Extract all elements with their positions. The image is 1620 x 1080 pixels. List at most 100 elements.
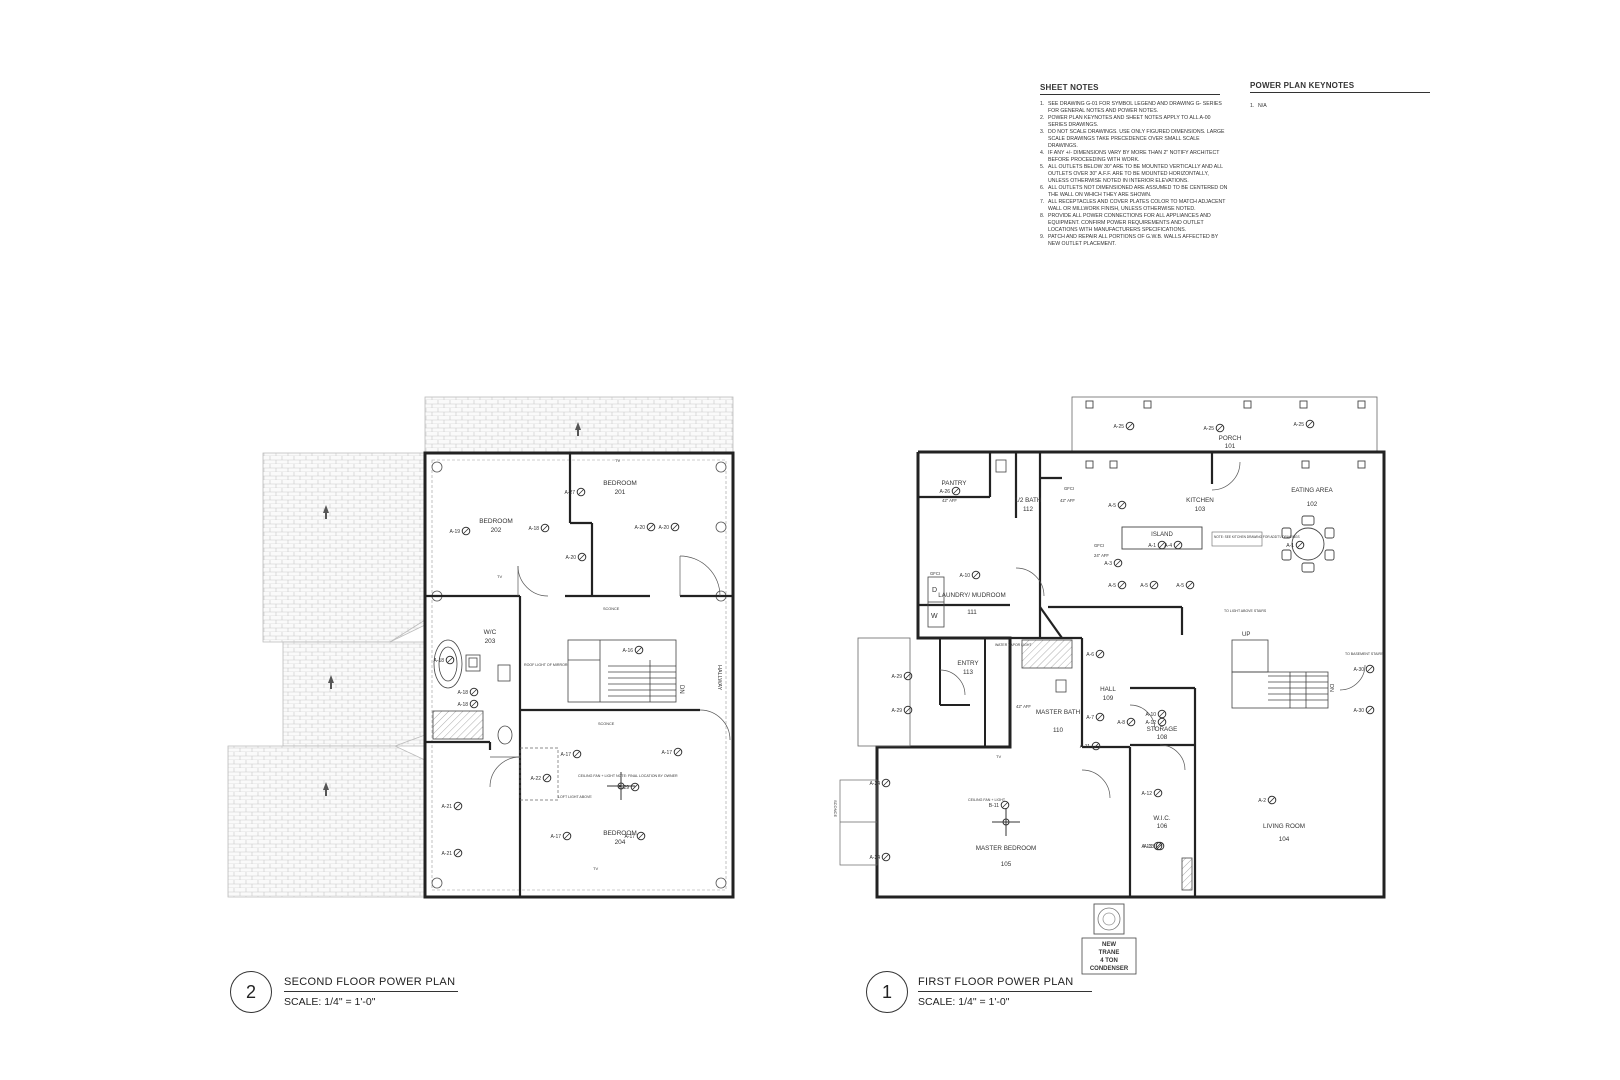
second-floor-outlet-mark	[675, 749, 681, 755]
first-floor-outlet-symbol	[1305, 419, 1315, 429]
second-floor-circuit-label: A-20	[658, 525, 669, 531]
first-floor-outlet-mark	[1175, 542, 1181, 548]
roof-left-middle	[282, 641, 426, 747]
first-floor-plan: SCONCE UP DN TO LIGHT ABOVE STAIRS TO BA…	[833, 396, 1386, 975]
second-floor-outlet-symbol	[576, 487, 586, 497]
first-floor-outlet-symbol	[951, 486, 961, 496]
first-floor-outlet-symbol	[1215, 423, 1225, 433]
sconce-note-master: SCONCE	[833, 800, 838, 817]
first-floor-outlet-symbol	[1117, 500, 1127, 510]
second-floor-room-labels: BEDROOM 201 BEDROOM 202 W/C 203 BEDROOM …	[479, 480, 637, 846]
entry-deck	[857, 637, 911, 747]
first-floor-outlet-mark	[1119, 582, 1125, 588]
first-floor-outlet-symbol	[1091, 741, 1101, 751]
first-floor-scale: SCALE: 1/4" = 1'-0"	[918, 996, 1010, 1008]
first-floor-outlet-symbol	[1153, 788, 1163, 798]
hallway-label: HALLWAY	[716, 665, 722, 691]
ceiling-fan-note-105: CEILING FAN + LIGHT	[968, 798, 1006, 802]
first-floor-circuit-label: A-13	[1141, 844, 1152, 850]
second-floor-outlet-symbol	[445, 655, 455, 665]
room-202-name: BEDROOM	[479, 518, 513, 525]
roof-light-note: ROOF LIGHT OF MIRROR	[524, 663, 568, 667]
to-light-stairs-note: TO LIGHT ABOVE STAIRS	[1224, 609, 1267, 613]
first-floor-outlet-mark	[1002, 802, 1008, 808]
room-110-name: MASTER BATH	[1036, 709, 1081, 716]
first-floor-outlet-mark	[1097, 651, 1103, 657]
second-floor-outlet-mark	[574, 751, 580, 757]
first-floor-circuit-label: A-11	[1080, 744, 1090, 750]
aff42-label-1: 42" AFF	[1060, 498, 1075, 503]
second-floor-outlet-mark	[542, 525, 548, 531]
roof-left-lower	[227, 745, 426, 898]
first-floor-circuit-label: A-8	[1117, 720, 1125, 726]
second-floor-outlet-symbol	[562, 831, 572, 841]
sheet-note-item-text: IF ANY +/- DIMENSIONS VARY BY MORE THAN …	[1048, 150, 1220, 163]
second-floor-outlet-mark	[471, 701, 477, 707]
first-floor-outlet-mark	[1217, 425, 1223, 431]
aff42-label-2: 42" AFF	[942, 498, 957, 503]
first-floor-outlet-symbol	[1113, 558, 1123, 568]
sheet-note-item: 7.ALL RECEPTACLES AND COVER PLATES COLOR…	[1040, 199, 1230, 213]
room-202-num: 202	[491, 527, 502, 534]
second-floor-outlet-symbol	[540, 523, 550, 533]
ceiling-fan-note-204: CEILING FAN + LIGHT NOTE: FINAL LOCATION…	[578, 774, 678, 778]
second-floor-outlet-mark	[544, 775, 550, 781]
room-105-num: 105	[1001, 861, 1012, 868]
first-floor-outlet-mark	[1155, 790, 1161, 796]
room-104-num: 104	[1279, 836, 1290, 843]
first-floor-circuit-label: A-6	[1086, 652, 1094, 658]
room-201-num: 201	[615, 489, 626, 496]
room-112-name: 1/2 BATH	[1015, 497, 1042, 504]
loft-light-note: LOFT LIGHT ABOVE	[558, 795, 592, 799]
first-floor-circuit-label: B-11	[989, 803, 999, 809]
second-floor-circuit-label: A-18	[457, 690, 468, 696]
first-floor-outlet-mark	[953, 488, 959, 494]
second-floor-circuit-label: A-18	[433, 658, 444, 664]
first-floor-outlet-symbol	[903, 705, 913, 715]
first-floor-outlet-mark	[1128, 719, 1134, 725]
room-105-name: MASTER BEDROOM	[976, 845, 1037, 852]
second-floor-outlet-symbol	[453, 801, 463, 811]
sheet-note-item: 8.PROVIDE ALL POWER CONNECTIONS FOR ALL …	[1040, 213, 1230, 234]
second-floor-outlet-symbol	[572, 749, 582, 759]
second-floor-outlet-symbol	[630, 782, 640, 792]
gfci-label-2: GFCI	[1094, 543, 1104, 548]
first-floor-outlet-symbol	[1000, 800, 1010, 810]
ceiling-fan-105	[992, 808, 1020, 836]
first-floor-outlet-mark	[883, 854, 889, 860]
first-floor-circuit-label: A-25	[1113, 424, 1124, 430]
first-floor-stairs	[1231, 639, 1329, 709]
first-floor-outlet-mark	[883, 780, 889, 786]
second-floor-outlet-symbol	[670, 522, 680, 532]
second-floor-outlet-symbol	[469, 699, 479, 709]
second-floor-outlet-mark	[455, 850, 461, 856]
first-floor-circuit-label: A-10	[1145, 712, 1156, 718]
first-floor-outlet-mark	[1097, 714, 1103, 720]
second-floor-circuit-label: A-21	[441, 851, 452, 857]
room-204-name: BEDROOM	[603, 830, 637, 837]
second-floor-plan-title: SECOND FLOOR POWER PLAN SCALE: 1/4" = 1'…	[284, 976, 458, 1008]
second-floor-outlet-symbol	[673, 747, 683, 757]
sconce-note-1: SCONCE	[603, 607, 620, 611]
first-floor-outlet-symbol	[1126, 717, 1136, 727]
room-102-name: EATING AREA	[1291, 487, 1333, 494]
second-floor-circuit-label: A-20	[565, 555, 576, 561]
first-floor-title-rule	[918, 991, 1092, 992]
sheet-notes-title: SHEET NOTES	[1040, 83, 1220, 95]
tv-note-204: TV	[593, 866, 598, 871]
room-106-name: W.I.C.	[1153, 815, 1170, 822]
tv-note-202: TV	[497, 574, 502, 579]
first-floor-circuit-label: A-25	[1293, 422, 1304, 428]
first-floor-outlet-symbol	[1173, 540, 1183, 550]
second-floor-outlet-symbol	[542, 773, 552, 783]
roof-left-upper	[262, 452, 426, 643]
second-floor-circuit-label: A-18	[457, 702, 468, 708]
sheet-note-item-number: 9.	[1040, 234, 1045, 240]
sheet-note-item: 3.DO NOT SCALE DRAWINGS. USE ONLY FIGURE…	[1040, 129, 1230, 150]
tv-note-master: TV	[996, 754, 1001, 759]
keynote-item-number: 1.	[1250, 103, 1255, 109]
washer-label: W	[931, 613, 938, 620]
